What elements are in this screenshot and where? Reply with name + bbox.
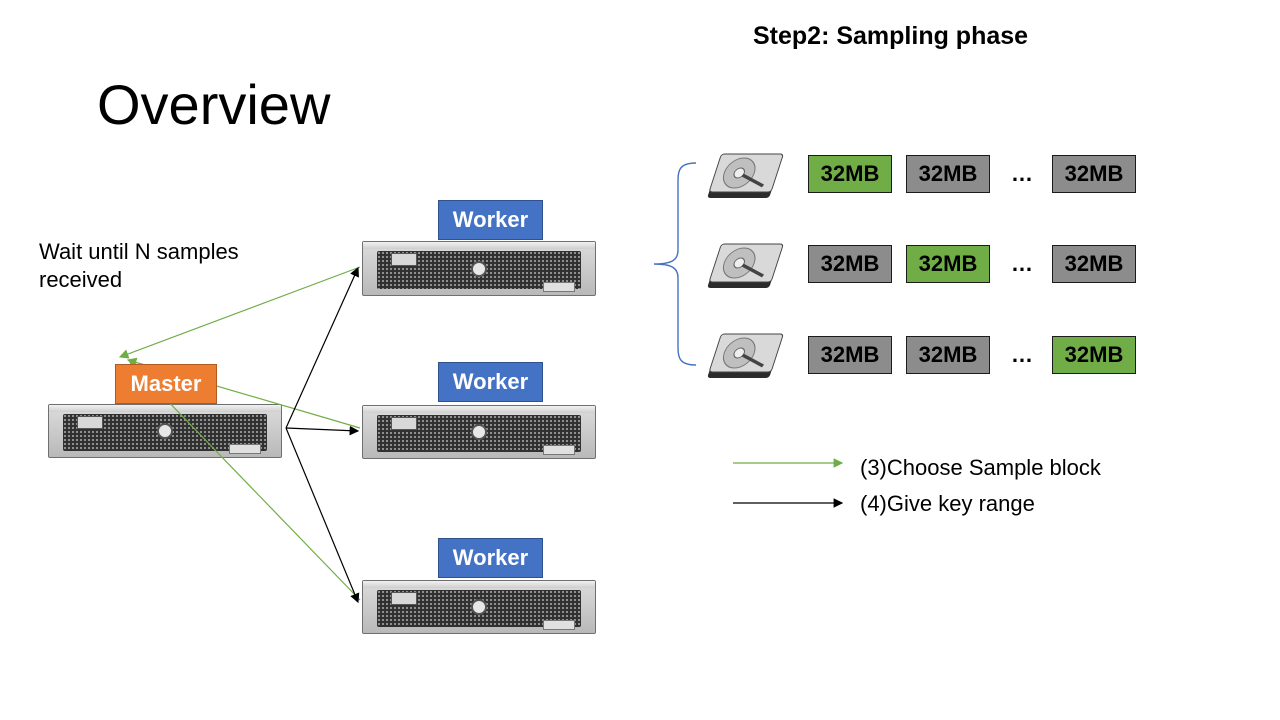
master-server [48,404,282,458]
hard-disk-icon [707,153,784,198]
block-disk2-2: 32MB [906,245,990,283]
worker-server-3 [362,580,596,634]
range-arrow-worker-1 [285,266,359,429]
page-title: Overview [97,73,331,136]
block-disk3-3: 32MB [1052,336,1136,374]
ellipsis: … [1011,161,1033,186]
hard-disk-icon [707,333,784,378]
worker-server-2 [362,405,596,459]
master-tag: Master [115,364,217,404]
range-arrow-worker-2 [285,425,360,436]
worker-server-1 [362,241,596,296]
block-disk2-1: 32MB [808,245,892,283]
ellipsis: … [1011,251,1033,276]
block-disk3-1: 32MB [808,336,892,374]
legend-sample-label: (3)Choose Sample block [860,455,1101,480]
worker-tag-2: Worker [438,362,543,402]
block-disk1-1: 32MB [808,155,892,193]
hard-disk-icon [707,243,784,288]
worker-tag-1: Worker [438,200,543,240]
block-disk1-2: 32MB [906,155,990,193]
sample-arrow-worker-1 [118,266,361,359]
range-arrow-worker-3 [285,427,360,604]
block-disk1-3: 32MB [1052,155,1136,193]
worker-tag-3: Worker [438,538,543,578]
block-disk2-3: 32MB [1052,245,1136,283]
disk-brace [653,162,697,366]
legend-range-label: (4)Give key range [860,491,1035,516]
block-disk3-2: 32MB [906,336,990,374]
wait-note: Wait until N samples received [39,239,239,292]
ellipsis: … [1011,342,1033,367]
step-title: Step2: Sampling phase [753,22,1029,50]
